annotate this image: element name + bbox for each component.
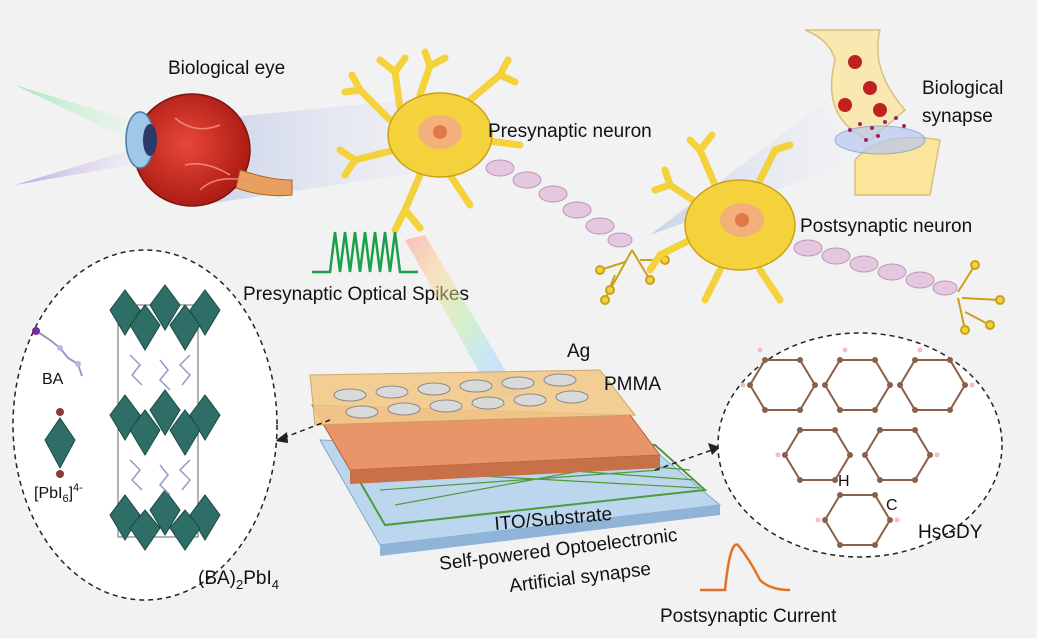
label-c-atom: C <box>886 497 898 514</box>
postsynaptic-neuron-icon <box>646 131 796 304</box>
biological-synapse-icon <box>804 29 941 196</box>
postsynaptic-terminals <box>957 260 1005 335</box>
label-postsynaptic-current: Postsynaptic Current <box>660 606 837 627</box>
arrow-head-right <box>708 443 720 455</box>
label-h-atom: H <box>838 473 850 490</box>
label-hsgdy: HsGDY <box>918 522 983 543</box>
label-ag: Ag <box>567 341 590 362</box>
arrow-head-left <box>275 432 288 443</box>
perovskite-structure <box>12 249 278 601</box>
presynaptic-neuron-icon <box>336 48 524 234</box>
label-optical-spikes: Presynaptic Optical Spikes <box>243 284 469 305</box>
label-biological-eye: Biological eye <box>168 58 285 79</box>
label-pmma: PMMA <box>604 374 661 395</box>
label-ba: BA <box>42 371 64 388</box>
label-biological-synapse-2: synapse <box>922 106 993 127</box>
presynaptic-axon <box>485 159 633 248</box>
label-presynaptic-neuron: Presynaptic neuron <box>488 121 652 142</box>
label-device-line2: Artificial synapse <box>508 559 652 597</box>
presynaptic-terminals <box>595 249 670 305</box>
biological-eye-icon <box>125 93 293 207</box>
hsgdy-structure <box>717 332 1003 558</box>
label-biological-synapse-1: Biological <box>922 78 1003 99</box>
label-postsynaptic-neuron: Postsynaptic neuron <box>800 216 972 237</box>
light-beams <box>15 85 130 185</box>
arrows <box>282 419 713 471</box>
device-stack <box>309 369 722 556</box>
optical-spikes-icon <box>312 231 418 274</box>
rainbow-light-beam <box>405 235 520 400</box>
postsynaptic-current-icon <box>700 543 791 592</box>
postsynaptic-axon <box>793 239 958 296</box>
label-pbi6: [PbI6]4- <box>34 482 83 505</box>
label-perovskite-formula: (BA)2PbI4 <box>198 568 279 592</box>
